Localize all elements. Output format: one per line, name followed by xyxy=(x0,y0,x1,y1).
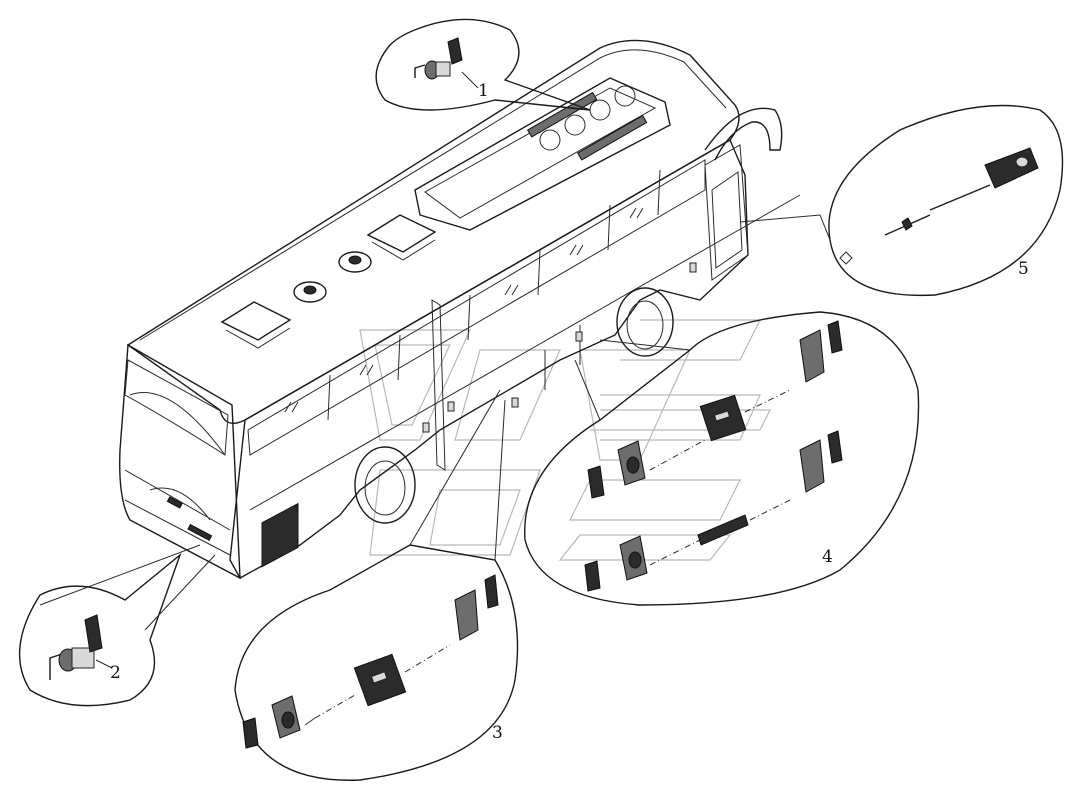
latch-assembly-part-4-upper xyxy=(587,320,843,499)
callout-label-5: 5 xyxy=(1018,259,1029,279)
latch-assembly-part-4-lower xyxy=(584,430,843,592)
roof-hatch-front xyxy=(220,301,292,349)
callout-3: 3 xyxy=(234,389,519,781)
roof-hatch-rear xyxy=(366,214,437,261)
callout-label-1: 1 xyxy=(478,81,489,101)
callout-1: 1 xyxy=(375,18,591,111)
key-rod-part-5 xyxy=(839,147,1039,265)
callout-label-4: 4 xyxy=(822,547,833,567)
callout-label-3: 3 xyxy=(492,723,503,743)
roof-vent xyxy=(293,251,372,303)
roof-air-conditioner xyxy=(414,77,671,231)
callout-4: 4 xyxy=(524,311,920,606)
callout-2: 2 xyxy=(18,544,216,707)
watermark-logo xyxy=(359,319,771,561)
callout-5: 5 xyxy=(729,104,1064,297)
lock-cylinder-part-2 xyxy=(49,614,113,680)
latch-assembly-part-3 xyxy=(242,574,499,749)
bus-body xyxy=(119,39,783,580)
callout-label-2: 2 xyxy=(110,663,121,683)
lock-cylinder-part-1 xyxy=(414,37,479,89)
